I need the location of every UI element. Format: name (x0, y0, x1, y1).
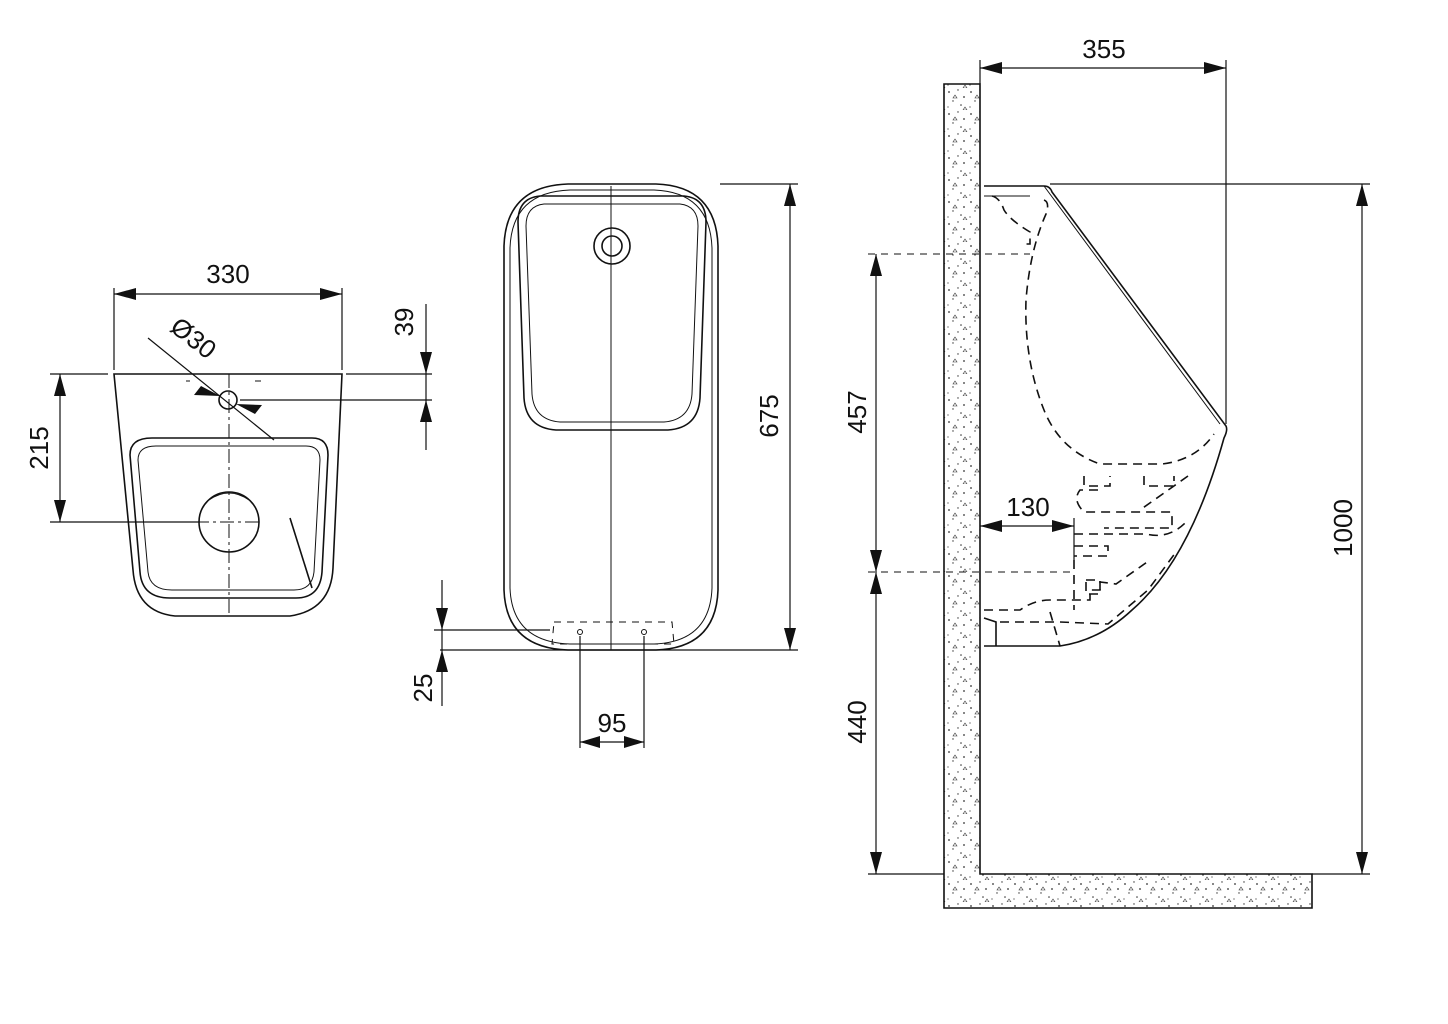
dim-line-diameter (147, 337, 275, 441)
dim-bottom-offset-label: 25 (408, 674, 438, 703)
dim-inlet-height-label: 457 (842, 390, 872, 433)
dim-outlet-spacing-label: 95 (598, 708, 627, 738)
top-view-bowl (129, 437, 329, 599)
front-view (503, 183, 719, 651)
side-view-top-edge (1043, 185, 1221, 425)
dim-front-height-label: 675 (754, 394, 784, 437)
top-view-outline (113, 373, 343, 617)
front-view-outlet-hole-right (641, 629, 647, 635)
dim-inlet-offset-label: 39 (389, 308, 419, 337)
dim-outlet-height-label: 440 (842, 700, 872, 743)
front-view-outlet-plate (551, 621, 675, 645)
top-view-spout (289, 517, 313, 589)
top-view-inlet-hole (218, 390, 238, 410)
side-view-inner-bowl (1025, 199, 1215, 465)
wall-section (943, 83, 1313, 909)
dim-width-label: 330 (206, 259, 249, 289)
front-view-panel (517, 195, 707, 431)
top-view-bowl-inner (137, 445, 321, 591)
dim-projection-label: 355 (1082, 34, 1125, 64)
side-view-outlet-steps (1073, 560, 1101, 610)
front-view-panel-inner (525, 203, 699, 423)
side-view-back-channel (983, 617, 997, 646)
side-view-outlet (984, 551, 1177, 647)
top-view-dimensions: 330 Ø30 39 215 (24, 259, 432, 523)
dim-diameter-label: Ø30 (165, 311, 222, 365)
side-view-dimensions: 355 1000 457 440 130 (842, 34, 1370, 875)
dim-depth-label: 215 (24, 426, 54, 469)
side-view-body (984, 185, 1228, 647)
side-view-trap (1074, 475, 1189, 557)
front-view-outlet-hole-left (577, 629, 583, 635)
side-view-inner-bowl-2 (991, 195, 1031, 245)
front-view-dimensions: 675 25 95 (408, 183, 798, 748)
top-view (113, 373, 343, 617)
dim-total-height-label: 1000 (1328, 499, 1358, 557)
side-view (943, 83, 1313, 909)
front-view-inlet-inner (601, 235, 623, 257)
front-view-inlet-outer (593, 227, 631, 265)
dim-outlet-offset-label: 130 (1006, 492, 1049, 522)
